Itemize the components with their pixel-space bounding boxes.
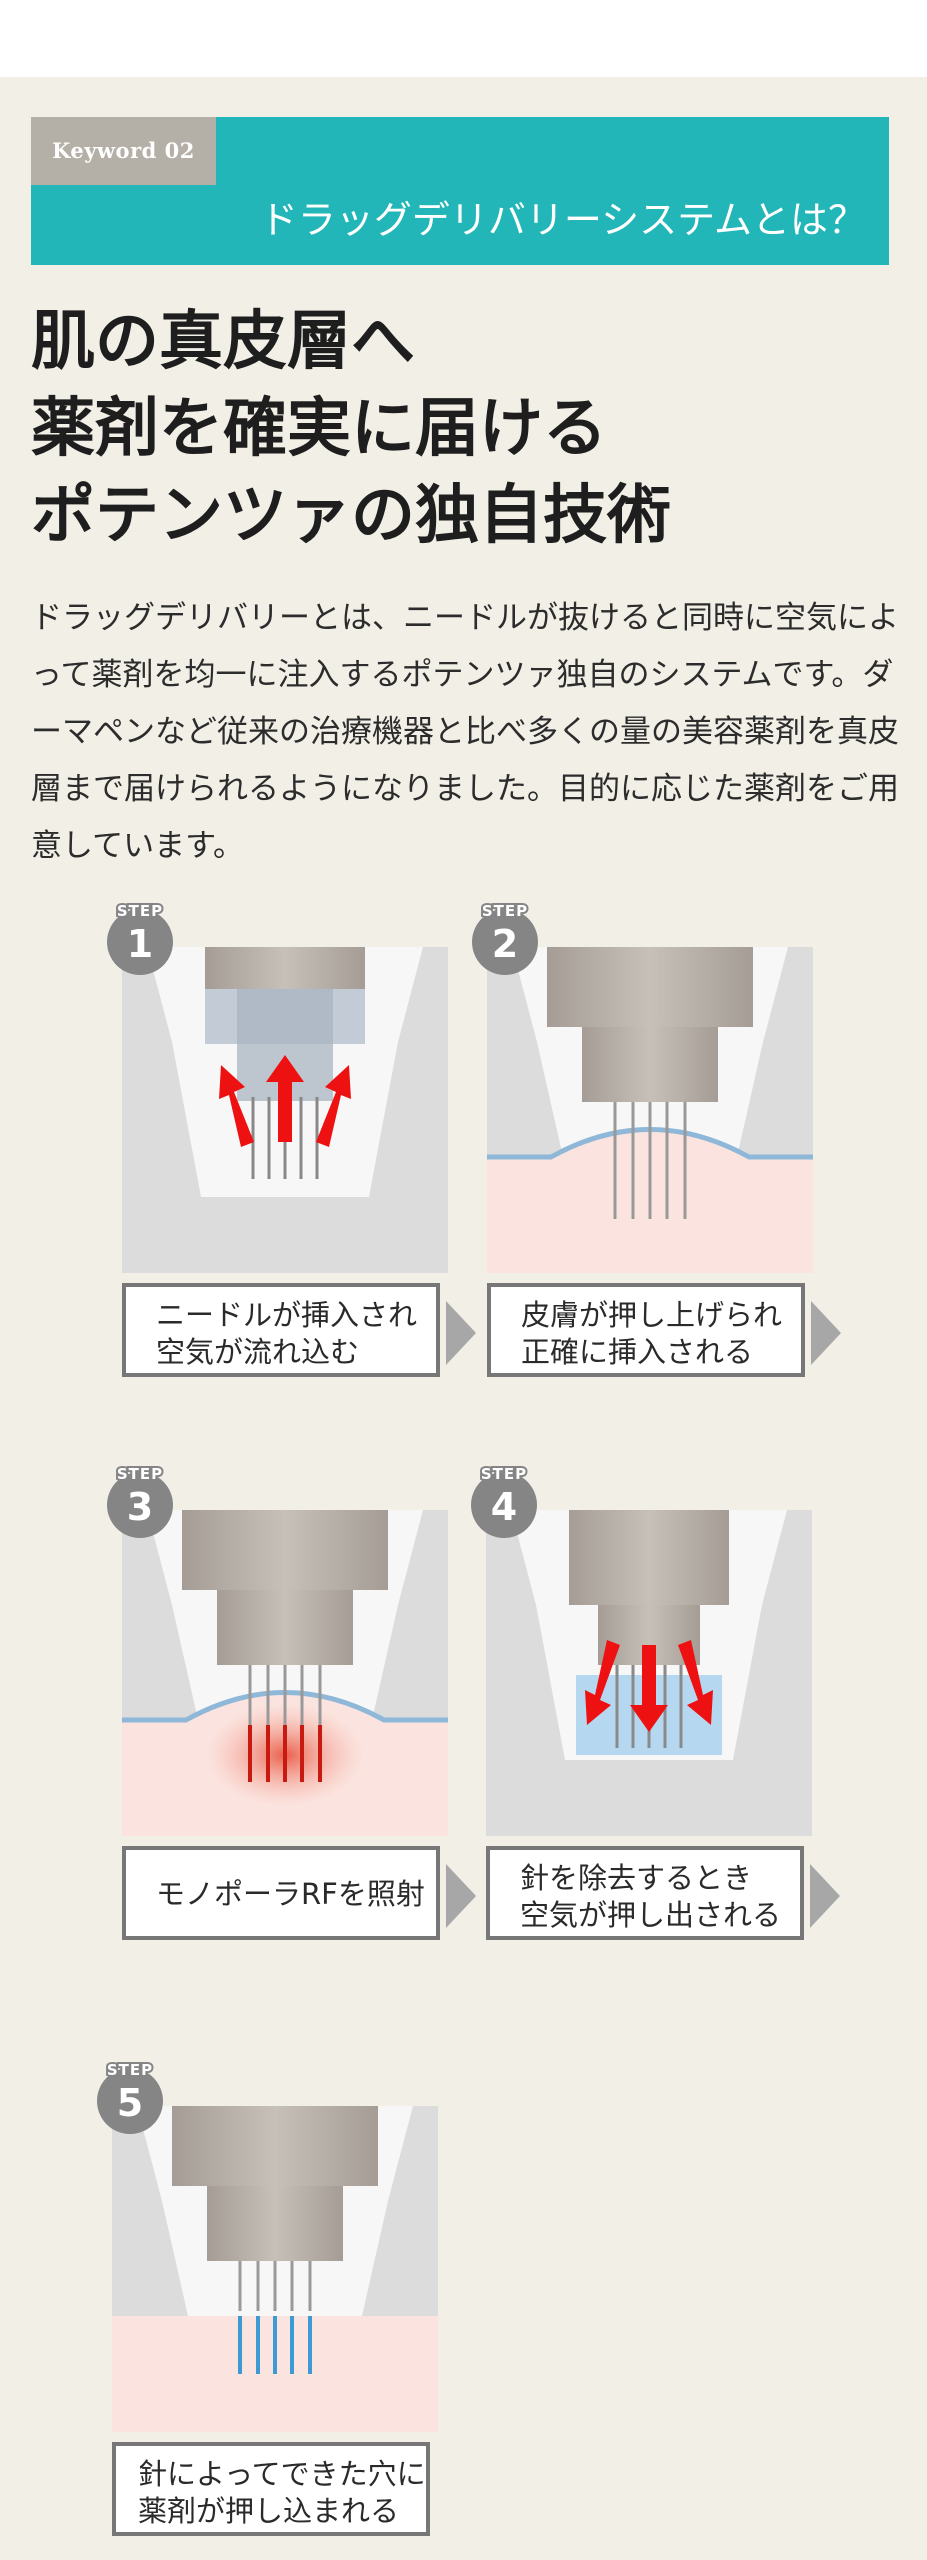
step-caption: モノポーラRFを照射 [122, 1846, 440, 1940]
next-arrow-icon [810, 1864, 840, 1928]
step-word: STEP [482, 902, 528, 920]
step-number: 4 [491, 1485, 517, 1529]
step-badge-icon: STEP 4 [471, 1463, 537, 1538]
step-number: 1 [127, 922, 153, 966]
headline-line: ポテンツァの独自技術 [31, 478, 671, 553]
down-arrows-icon [486, 1510, 812, 1836]
step-number: 2 [492, 922, 518, 966]
step-number: 5 [117, 2081, 143, 2125]
step-badge: STEP 3 [102, 1463, 178, 1540]
next-arrow-icon [811, 1301, 841, 1365]
step-word: STEP [481, 1465, 527, 1483]
step-caption: ニードルが挿入され 空気が流れ込む [122, 1283, 440, 1377]
step-caption: 針によってできた穴に 薬剤が押し込まれる [112, 2442, 430, 2536]
step-word: STEP [107, 2061, 153, 2079]
step-card: STEP 4 針を除去するとき 空気が押し出される [471, 1463, 840, 1950]
drug-infusion-icon [112, 2106, 438, 2432]
step-card: STEP 1 ニードルが挿入され 空気が流れ込む [107, 900, 476, 1387]
headline-line: 薬剤を確実に届ける [31, 391, 607, 466]
description-text: ドラッグデリバリーとは、ニードルが抜けると同時に空気によって薬剤を均一に注入する… [31, 600, 899, 864]
step-caption: 皮膚が押し上げられ 正確に挿入される [487, 1283, 805, 1377]
rf-heat-icon [122, 1510, 448, 1836]
step-card: STEP 2 皮膚が押し上げられ 正確に挿入される [472, 900, 841, 1387]
step-badge: STEP 4 [466, 1463, 542, 1540]
step-badge: STEP 1 [102, 900, 178, 977]
step-word: STEP [117, 1465, 163, 1483]
next-arrow-icon [446, 1864, 476, 1928]
step-badge-icon: STEP 5 [97, 2059, 163, 2134]
next-arrow-icon [446, 1301, 476, 1365]
step-caption: 針を除去するとき 空気が押し出される [486, 1846, 804, 1940]
step-card: STEP 3 モノポーラRFを照射 [107, 1463, 476, 1950]
step-badge-icon: STEP 3 [107, 1463, 173, 1538]
step-badge-icon: STEP 1 [107, 900, 173, 975]
step-card: STEP 5 針によってできた穴に 薬剤が押し込まれる [97, 2059, 442, 2546]
step-badge-icon: STEP 2 [472, 900, 538, 975]
step-word: STEP [117, 902, 163, 920]
up-arrows-icon [122, 947, 448, 1273]
step-badge: STEP 2 [467, 900, 543, 977]
keyword-title: ドラッグデリバリーシステムとは？ [259, 198, 866, 242]
needles-in-skin-icon [487, 947, 813, 1273]
step-number: 3 [127, 1485, 153, 1529]
step-badge: STEP 5 [92, 2059, 168, 2136]
headline-line: 肌の真皮層へ [31, 304, 415, 379]
keyword-tag: Keyword 02 [31, 117, 216, 185]
headline: 肌の真皮層へ 薬剤を確実に届ける ポテンツァの独自技術 [31, 298, 911, 559]
